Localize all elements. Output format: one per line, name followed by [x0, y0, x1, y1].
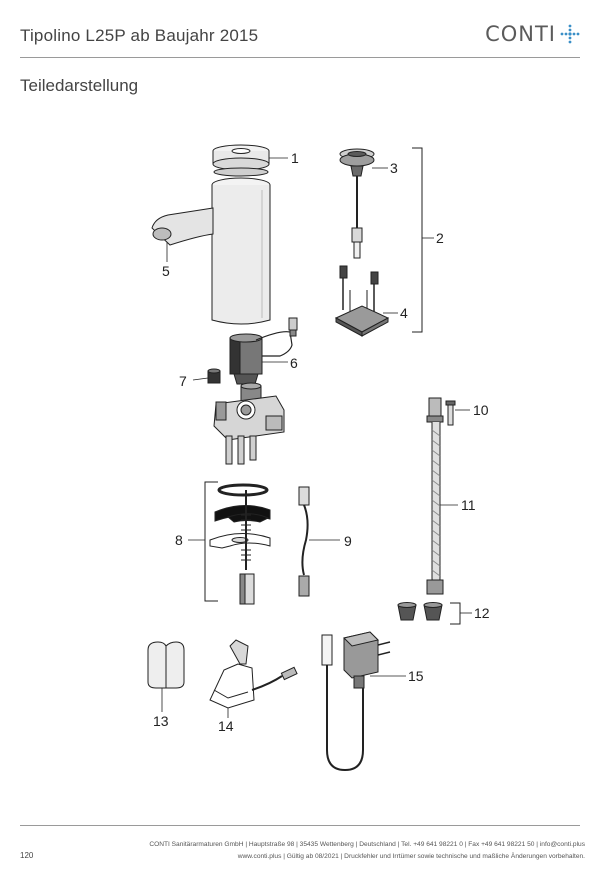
- brand-name: CONTI: [485, 22, 556, 46]
- part-1-cap: [212, 144, 270, 177]
- footer-imprint: CONTI Sanitärarmaturen GmbH | Hauptstraß…: [65, 839, 585, 863]
- part-4-bracket: [334, 265, 390, 337]
- plus-dots-icon: [560, 24, 580, 44]
- callout-9: 9: [344, 533, 352, 549]
- footer-divider: [20, 825, 580, 826]
- valve-block: [213, 382, 285, 465]
- callout-11: 11: [461, 497, 476, 513]
- page-number: 120: [20, 851, 34, 860]
- callout-12: 12: [474, 605, 490, 621]
- part-6-module: [229, 317, 298, 385]
- callout-6: 6: [290, 355, 298, 371]
- callout-4: 4: [400, 305, 408, 321]
- part-10-screw: [445, 400, 456, 426]
- callout-3: 3: [390, 160, 398, 176]
- callout-1: 1: [291, 150, 299, 166]
- callout-2: 2: [436, 230, 444, 246]
- callout-15: 15: [408, 668, 424, 684]
- footer-line-2: www.conti.plus | Gültig ab 08/2021 | Dru…: [237, 853, 585, 860]
- header-divider: [20, 57, 580, 58]
- footer-line-1: CONTI Sanitärarmaturen GmbH | Hauptstraß…: [149, 841, 585, 848]
- part-7-nut: [207, 368, 221, 384]
- callout-13: 13: [153, 713, 169, 729]
- bracket-12: [450, 602, 461, 625]
- part-3-button: [339, 148, 375, 259]
- callout-labels: 1 2 3 4 5 6 7 8 9 10 11 12 13 14 15: [153, 150, 490, 734]
- callout-8: 8: [175, 532, 183, 548]
- part-12-filters: [397, 602, 443, 621]
- bracket-2: [412, 147, 423, 333]
- page-title: Tipolino L25P ab Baujahr 2015: [20, 26, 259, 45]
- exploded-parts-drawing: 1 2 3 4 5 6 7 8 9 10 11 12 13 14 15: [147, 144, 490, 772]
- brand-logo: CONTI: [485, 22, 580, 46]
- part-15-power-supply: [321, 631, 391, 772]
- callout-5: 5: [162, 263, 170, 279]
- section-title: Teiledarstellung: [20, 76, 139, 95]
- callout-14: 14: [218, 718, 234, 734]
- part-8-mounting-set: [209, 483, 271, 605]
- part-14-sensor: [209, 639, 298, 709]
- leader-lines: [161, 157, 472, 718]
- part-5-body: [151, 177, 271, 325]
- part-13-battery: [147, 641, 185, 689]
- part-11-hose: [426, 397, 444, 595]
- part-9-cable: [298, 486, 310, 597]
- callout-7: 7: [179, 373, 187, 389]
- bracket-8: [204, 481, 218, 602]
- callout-10: 10: [473, 402, 489, 418]
